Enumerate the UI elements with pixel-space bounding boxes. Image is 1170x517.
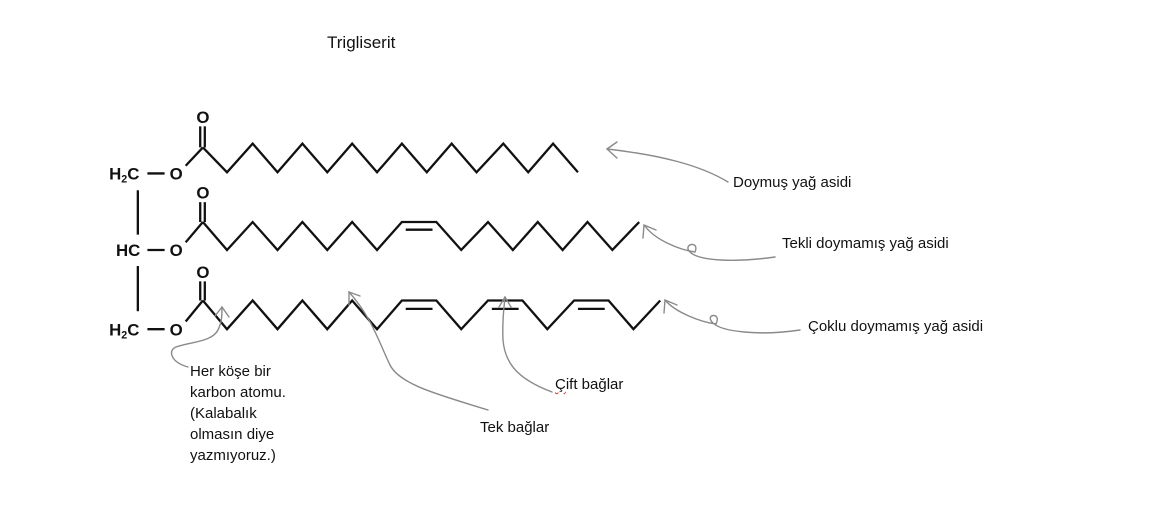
label-poly-unsaturated-fatty-acid: Çoklu doymamış yağ asidi xyxy=(808,318,984,335)
hc-label: HC xyxy=(116,241,140,260)
poly-unsaturated-chain xyxy=(202,298,662,331)
note-line: karbon atomu. xyxy=(190,384,286,401)
arrow-carbon-note xyxy=(170,305,230,368)
label-double-bonds: Çift bağlar xyxy=(555,376,623,393)
ester-oxygen: O xyxy=(170,165,183,184)
h2c-top-label: H2C xyxy=(109,165,139,186)
note-line: olmasın diye xyxy=(190,426,275,443)
label-mono-unsaturated-fatty-acid: Tekli doymamış yağ asidi xyxy=(782,235,949,252)
arrow-double-bonds xyxy=(498,295,553,393)
carbonyl-oxygen: O xyxy=(196,184,209,203)
carbonyl-oxygen: O xyxy=(196,263,209,282)
note-line: Her köşe bir xyxy=(190,363,271,380)
carbonyl-oxygen: O xyxy=(196,108,209,127)
arrow-single-bonds xyxy=(348,291,489,411)
arrow-poly-unsaturated xyxy=(663,298,801,334)
spellcheck-underlined-letter: Ç xyxy=(555,376,566,393)
ester-oxygen: O xyxy=(170,241,183,260)
arrow-saturated xyxy=(605,141,729,183)
carbon-atom-note: Her köşe bir karbon atomu. (Kalabalık ol… xyxy=(190,361,286,466)
note-line: yazmıyoruz.) xyxy=(190,447,276,464)
h2c-bottom-label: H2C xyxy=(109,320,139,341)
label-single-bonds: Tek bağlar xyxy=(480,419,550,436)
ester-oxygen: O xyxy=(170,320,183,339)
mono-unsaturated-chain xyxy=(202,220,641,252)
label-saturated-fatty-acid: Doymuş yağ asidi xyxy=(733,174,852,191)
saturated-chain xyxy=(202,141,579,175)
arrow-mono-unsaturated xyxy=(642,223,776,261)
label-double-bonds-rest: ift bağlar xyxy=(565,376,624,393)
note-line: (Kalabalık xyxy=(190,405,257,422)
diagram-title: Trigliserit xyxy=(327,33,396,52)
